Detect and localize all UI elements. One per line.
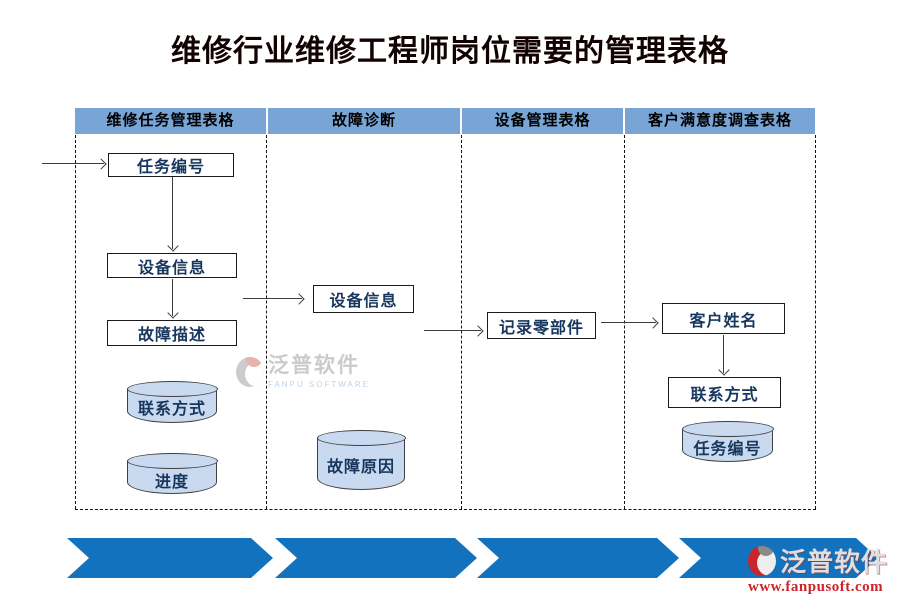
task-number-cylinder: 任务编号 [681, 421, 774, 462]
contact-method-cylinder: 联系方式 [126, 381, 218, 423]
contact-method-box: 联系方式 [668, 377, 781, 408]
brand-logo: 泛普软件 www.fanpusoft.com [748, 542, 888, 596]
flow-arrow-lane1-to-lane2 [243, 298, 302, 299]
brand-name: 泛普软件 [780, 547, 889, 577]
flow-arrow-lane3-to-lane4 [601, 322, 656, 323]
chevron-segment-2 [275, 538, 477, 578]
lane-bottom-border [75, 509, 816, 510]
flow-arrow-task-to-device [172, 177, 173, 249]
device-info-box-lane2: 设备信息 [313, 285, 414, 313]
lane-header-repair-task: 维修任务管理表格 [75, 108, 266, 134]
watermark-brand-text: 泛普软件 [268, 354, 360, 377]
customer-name-box: 客户姓名 [662, 303, 785, 334]
flow-arrow-device-to-fault [172, 279, 173, 316]
watermark-subtext: FANPU SOFTWARE [268, 380, 370, 389]
lane-header-customer-satisfaction: 客户满意度调查表格 [625, 108, 815, 134]
lane-header-fault-diagnosis: 故障诊断 [268, 108, 460, 134]
page-title: 维修行业维修工程师岗位需要的管理表格 [171, 35, 729, 68]
chevron-segment-1 [67, 538, 273, 578]
flow-arrow-lane2-to-lane3 [424, 330, 481, 331]
chevron-segment-3 [477, 538, 679, 578]
task-number-box: 任务编号 [108, 153, 234, 177]
flow-arrow-customer-to-contact [723, 335, 724, 373]
chevron-segment-4 [679, 538, 878, 578]
fanpu-logo-icon [236, 357, 264, 387]
entry-arrow [42, 163, 104, 164]
lane-border [461, 135, 462, 509]
progress-cylinder: 进度 [126, 453, 218, 494]
fault-cause-cylinder: 故障原因 [316, 430, 406, 490]
brand-url: www.fanpusoft.com [748, 579, 884, 595]
lane-border [75, 135, 76, 509]
lane-header-equipment: 设备管理表格 [462, 108, 623, 134]
device-info-box-lane1: 设备信息 [107, 253, 237, 278]
fanpu-logo-icon [748, 545, 776, 576]
watermark: 泛普软件 FANPU SOFTWARE [236, 354, 370, 389]
record-parts-box: 记录零部件 [487, 312, 596, 339]
lane-border [815, 135, 816, 509]
fault-description-box: 故障描述 [107, 320, 237, 346]
lane-border [266, 135, 267, 509]
